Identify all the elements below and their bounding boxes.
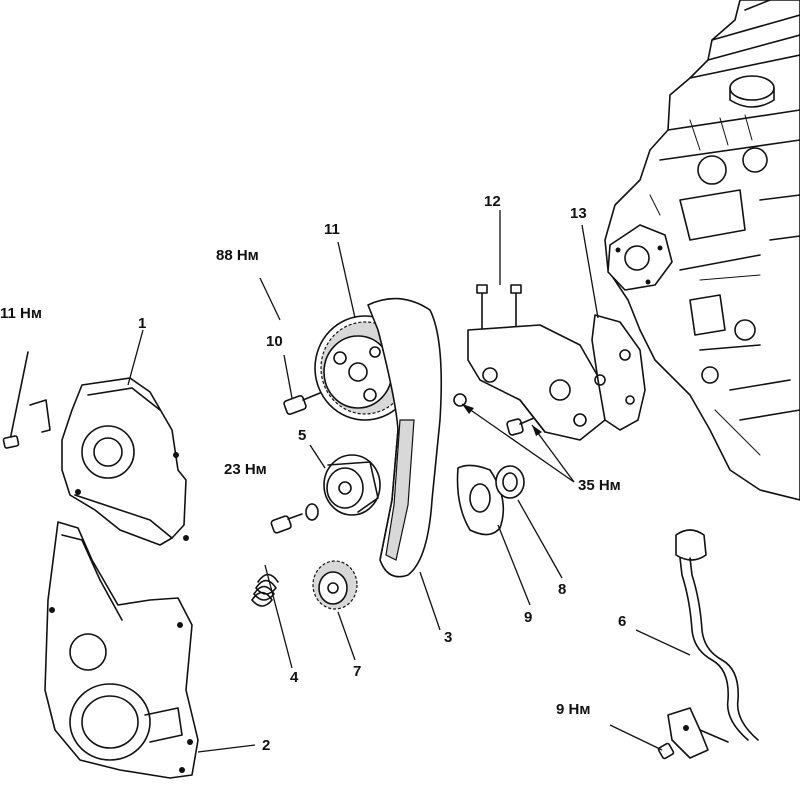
callout-10: 10 [266, 333, 283, 350]
callout-13: 13 [570, 205, 587, 222]
upper-timing-cover [61, 377, 189, 546]
tensioner-pulley [323, 454, 381, 516]
callout-7: 7 [353, 663, 362, 680]
cover-bolt [2, 351, 51, 449]
lower-timing-cover [44, 521, 199, 779]
callout-6: 6 [618, 613, 627, 630]
crank-sensor [657, 529, 759, 760]
callout-8: 8 [558, 581, 567, 598]
torque-label-23nm: 23 Нм [224, 461, 267, 478]
callout-11: 11 [324, 221, 340, 238]
callout-1: 1 [138, 315, 147, 332]
crankshaft-sprocket [312, 560, 358, 610]
callout-9: 9 [524, 609, 533, 626]
callout-5: 5 [298, 427, 307, 444]
torque-label-9nm: 9 Нм [556, 701, 591, 718]
belt-rear-cover [591, 314, 646, 431]
torque-label-35nm: 35 Нм [578, 477, 621, 494]
camshaft-sprocket [314, 315, 416, 421]
timing-belt [367, 297, 443, 578]
engine-mount-bracket [453, 284, 606, 441]
engine-block [604, 0, 800, 501]
tensioner-spring [251, 573, 279, 607]
washer [495, 465, 525, 499]
callout-12: 12 [484, 193, 501, 210]
callout-2: 2 [262, 737, 271, 754]
leader-lines [127, 210, 691, 753]
tensioner-bolt [270, 503, 319, 534]
torque-label-88nm: 88 Нм [216, 247, 259, 264]
arrowheads [462, 404, 542, 436]
torque-label-11nm: 11 Нм [0, 305, 42, 322]
callout-3: 3 [444, 629, 453, 646]
sprocket-bolt [283, 392, 321, 415]
crankshaft-flange [456, 464, 505, 536]
callout-4: 4 [290, 669, 299, 686]
